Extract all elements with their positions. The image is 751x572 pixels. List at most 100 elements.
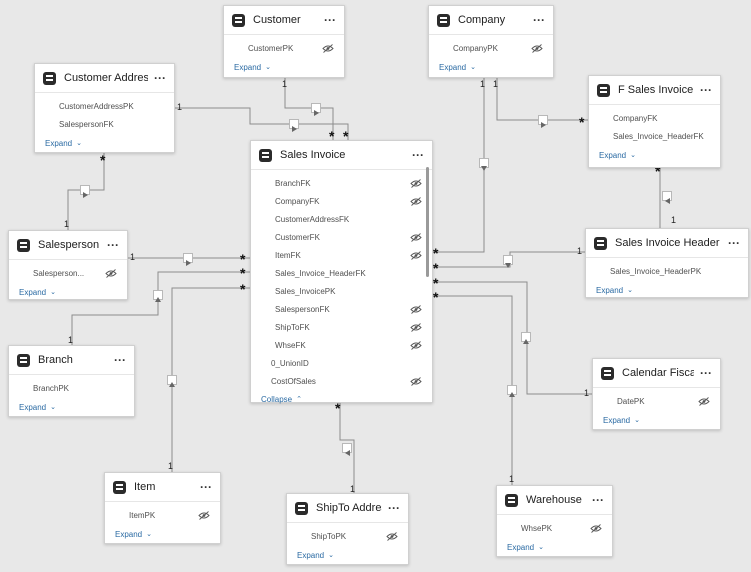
table-card-warehouse[interactable]: Warehouse ··· WhsePK Expand⌄ xyxy=(496,485,613,557)
cardinality-many-si-r2: * xyxy=(433,260,439,276)
more-options-icon[interactable]: ··· xyxy=(324,13,336,27)
field-row[interactable]: CustomerPK xyxy=(224,39,344,57)
field-row[interactable]: CustomerAddressPK xyxy=(35,97,174,115)
table-card-salesperson[interactable]: Salesperson ··· Salesperson... Expand⌄ xyxy=(8,230,128,300)
field-row[interactable]: BranchFK xyxy=(251,174,432,192)
field-row[interactable]: Sales_Invoice_HeaderFK xyxy=(589,127,720,145)
chevron-down-icon: ⌄ xyxy=(630,152,637,159)
expand-button[interactable]: Expand⌄ xyxy=(599,150,637,160)
direction-arrow-sih-fsih xyxy=(662,191,672,204)
hidden-eye-icon xyxy=(410,196,422,206)
field-name: CustomerPK xyxy=(248,43,294,53)
field-row[interactable]: Sales_Invoice_HeaderFK xyxy=(251,264,432,282)
hidden-eye-icon xyxy=(410,178,422,188)
card-header[interactable]: Customer ··· xyxy=(224,6,344,35)
more-options-icon[interactable]: ··· xyxy=(154,71,166,85)
field-row[interactable]: ItemPK xyxy=(105,506,220,524)
field-name: SalespersonFK xyxy=(59,119,114,129)
field-row[interactable]: CustomerAddressFK xyxy=(251,210,432,228)
card-header[interactable]: Customer Address ··· xyxy=(35,64,174,93)
expand-button[interactable]: Expand⌄ xyxy=(115,529,153,539)
field-name: Sales_Invoice_HeaderFK xyxy=(613,131,704,141)
table-card-customer[interactable]: Customer ··· CustomerPK Expand⌄ xyxy=(223,5,345,78)
more-options-icon[interactable]: ··· xyxy=(533,13,545,27)
expand-button[interactable]: Expand⌄ xyxy=(19,402,57,412)
field-row[interactable]: CompanyPK xyxy=(429,39,553,57)
card-header[interactable]: Company ··· xyxy=(429,6,553,35)
expand-button[interactable]: Expand⌄ xyxy=(234,62,272,72)
more-options-icon[interactable]: ··· xyxy=(700,83,712,97)
card-header[interactable]: Sales Invoice Header ··· xyxy=(586,229,748,258)
cardinality-many-customer: * xyxy=(329,128,335,144)
field-row[interactable]: 0_UnionID xyxy=(251,354,432,372)
table-card-sales-invoice-header[interactable]: Sales Invoice Header ··· Sales_Invoice_H… xyxy=(585,228,749,298)
cardinality-one-warehouse: 1 xyxy=(509,474,515,484)
more-options-icon[interactable]: ··· xyxy=(592,493,604,507)
table-card-sales-invoice[interactable]: Sales Invoice ··· BranchFK CompanyFK Cus… xyxy=(250,140,433,404)
field-row[interactable]: WhseFK xyxy=(251,336,432,354)
field-row[interactable]: CompanyFK xyxy=(251,192,432,210)
field-row[interactable]: Sales_Invoice_HeaderPK xyxy=(586,262,748,280)
expand-button[interactable]: Expand⌄ xyxy=(439,62,477,72)
card-header[interactable]: F Sales Invoice Header ··· xyxy=(589,76,720,105)
field-row[interactable]: ItemFK xyxy=(251,246,432,264)
card-header[interactable]: Branch ··· xyxy=(9,346,134,375)
field-row[interactable]: DatePK xyxy=(593,392,720,410)
card-header[interactable]: Sales Invoice ··· xyxy=(251,141,432,170)
field-name: ItemFK xyxy=(275,250,301,260)
table-card-calendar-fiscal[interactable]: Calendar Fiscal ··· DatePK Expand⌄ xyxy=(592,358,721,430)
table-card-f-sales-invoice-header[interactable]: F Sales Invoice Header ··· CompanyFK Sal… xyxy=(588,75,721,168)
expand-button[interactable]: Expand⌄ xyxy=(596,285,634,295)
more-options-icon[interactable]: ··· xyxy=(700,366,712,380)
table-card-customer-address[interactable]: Customer Address ··· CustomerAddressPK S… xyxy=(34,63,175,153)
cardinality-one-customer: 1 xyxy=(282,79,288,89)
field-name: WhsePK xyxy=(521,523,553,533)
expand-button[interactable]: Expand⌄ xyxy=(45,138,83,148)
more-options-icon[interactable]: ··· xyxy=(412,148,424,162)
chevron-down-icon: ⌄ xyxy=(538,544,545,551)
field-row[interactable]: ShipToFK xyxy=(251,318,432,336)
table-card-company[interactable]: Company ··· CompanyPK Expand⌄ xyxy=(428,5,554,78)
direction-arrow-customer-address xyxy=(289,119,299,132)
expand-button[interactable]: Expand⌄ xyxy=(603,415,641,425)
more-options-icon[interactable]: ··· xyxy=(114,353,126,367)
scrollbar[interactable] xyxy=(426,167,429,277)
field-row[interactable]: CostOfSales xyxy=(251,372,432,390)
cardinality-many-si-bottom: * xyxy=(335,400,341,416)
expand-button[interactable]: Expand⌄ xyxy=(297,550,335,560)
cardinality-many-si-r3: * xyxy=(433,275,439,291)
hidden-eye-icon xyxy=(410,322,422,332)
table-card-branch[interactable]: Branch ··· BranchPK Expand⌄ xyxy=(8,345,135,417)
cardinality-one-company-a: 1 xyxy=(480,79,486,89)
field-row[interactable]: Salesperson... xyxy=(9,264,127,282)
field-row[interactable]: WhsePK xyxy=(497,519,612,537)
more-options-icon[interactable]: ··· xyxy=(107,238,119,252)
field-row[interactable]: Sales_InvoicePK xyxy=(251,282,432,300)
card-header[interactable]: Item ··· xyxy=(105,473,220,502)
table-card-shipto-address[interactable]: ShipTo Address ··· ShipToPK Expand⌄ xyxy=(286,493,409,565)
card-header[interactable]: Salesperson ··· xyxy=(9,231,127,260)
expand-button[interactable]: Expand⌄ xyxy=(19,287,57,297)
table-icon xyxy=(601,366,614,380)
table-card-item[interactable]: Item ··· ItemPK Expand⌄ xyxy=(104,472,221,544)
cardinality-many-si-l3: * xyxy=(240,281,246,297)
cardinality-many-si-r4: * xyxy=(433,289,439,305)
card-header[interactable]: ShipTo Address ··· xyxy=(287,494,408,523)
more-options-icon[interactable]: ··· xyxy=(200,480,212,494)
field-row[interactable]: BranchPK xyxy=(9,379,134,397)
expand-button[interactable]: Expand⌄ xyxy=(507,542,545,552)
field-row[interactable]: SalespersonFK xyxy=(35,115,174,133)
cardinality-many-si-r1: * xyxy=(433,245,439,261)
more-options-icon[interactable]: ··· xyxy=(728,236,740,250)
field-row[interactable]: SalespersonFK xyxy=(251,300,432,318)
card-header[interactable]: Warehouse ··· xyxy=(497,486,612,515)
cardinality-one-company-b: 1 xyxy=(493,79,499,89)
field-row[interactable]: ShipToPK xyxy=(287,527,408,545)
card-header[interactable]: Calendar Fiscal ··· xyxy=(593,359,720,388)
field-row[interactable]: CustomerFK xyxy=(251,228,432,246)
hidden-eye-icon xyxy=(105,268,117,278)
field-row[interactable]: CompanyFK xyxy=(589,109,720,127)
collapse-button[interactable]: Collapse⌃ xyxy=(261,394,303,404)
more-options-icon[interactable]: ··· xyxy=(388,501,400,515)
hidden-eye-icon xyxy=(410,250,422,260)
